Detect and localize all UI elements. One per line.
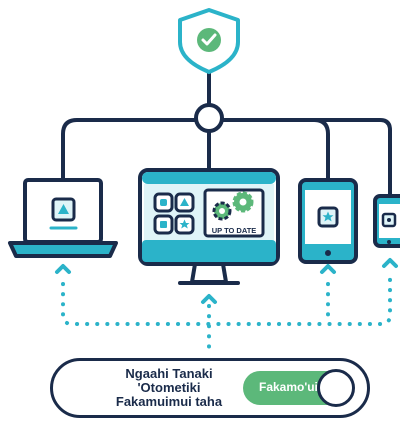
update-connectors xyxy=(61,268,392,358)
toggle-knob[interactable] xyxy=(317,369,355,407)
auto-update-label-line: 'Otometiki xyxy=(137,380,201,395)
tablet-icon xyxy=(298,178,358,264)
shield-check-icon xyxy=(178,8,240,74)
up-to-date-label: UP TO DATE xyxy=(212,226,257,235)
gear-icon xyxy=(212,191,254,221)
laptop-icon xyxy=(8,178,118,258)
auto-update-toggle[interactable]: Fakamo'ui xyxy=(243,369,355,407)
toggle-on-label: Fakamo'ui xyxy=(259,380,318,394)
auto-update-label: Ngaahi Tanaki 'Otometiki Fakamuimui taha xyxy=(69,367,269,409)
auto-update-label-line: Fakamuimui taha xyxy=(115,394,223,409)
phone-icon xyxy=(373,194,400,248)
network-lines xyxy=(61,66,392,198)
network-hub xyxy=(194,103,224,133)
monitor-icon: UP TO DATE xyxy=(138,168,280,285)
auto-update-setting: Ngaahi Tanaki 'Otometiki Fakamuimui taha… xyxy=(50,358,370,418)
chevron-up-icons xyxy=(55,258,398,304)
auto-update-label-line: Ngaahi Tanaki xyxy=(125,366,213,381)
